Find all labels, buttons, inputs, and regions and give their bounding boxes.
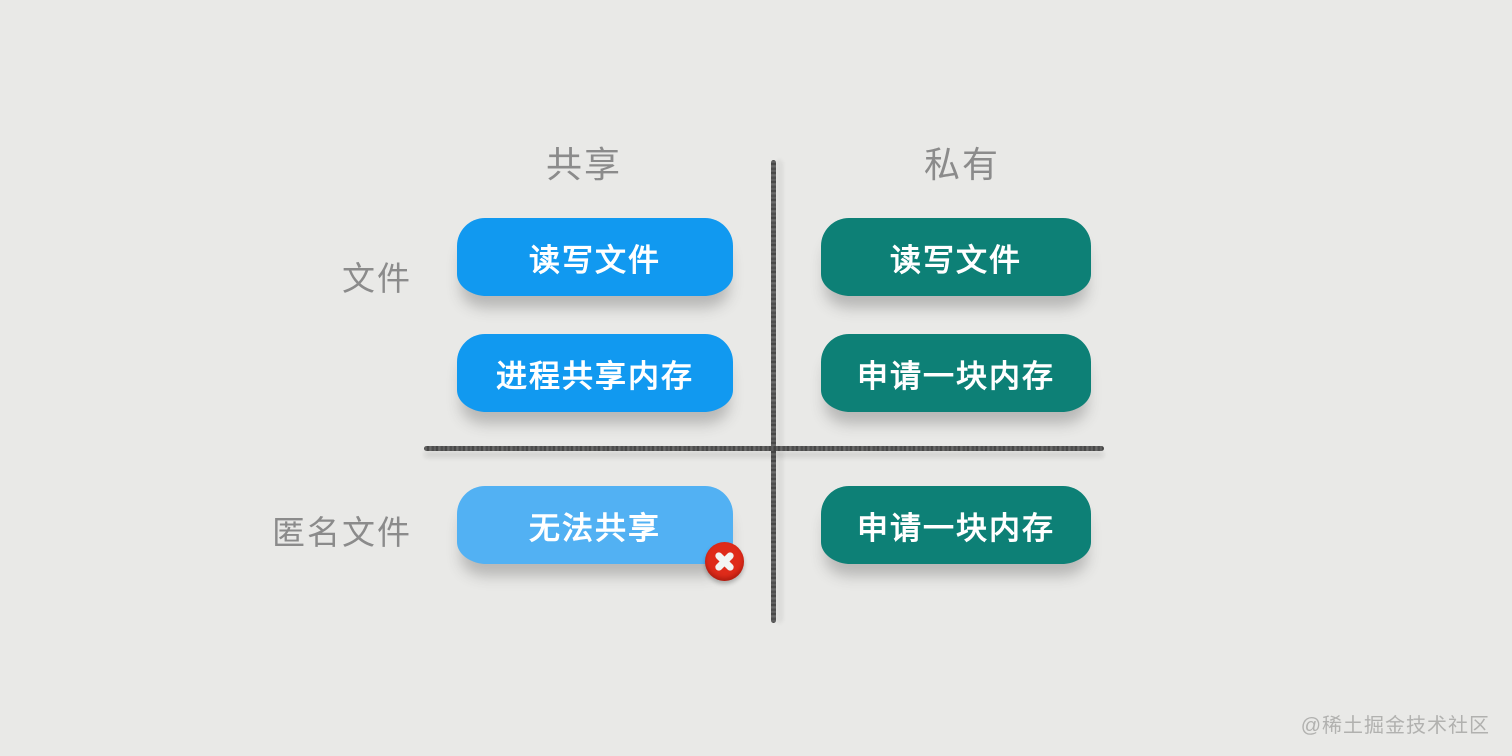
row-label-file: 文件 [342,260,412,297]
box-label: 读写文件 [529,242,661,278]
box-private-file-read-write: 读写文件 [821,218,1091,296]
column-header-shared: 共享 [545,144,622,185]
box-shared-file-read-write: 读写文件 [457,218,733,296]
row-label-anonymous-file: 匿名文件 [272,514,412,551]
vertical-axis-line [771,160,776,623]
box-shared-anonymous-no-share: 无法共享 [457,486,744,581]
box-shared-file-ipc-memory: 进程共享内存 [457,334,733,412]
column-header-private: 私有 [923,144,1000,185]
box-label: 进程共享内存 [496,358,694,394]
error-x-icon [705,542,744,581]
watermark-juejin: @稀土掘金技术社区 [1300,715,1490,737]
box-label: 申请一块内存 [857,358,1055,394]
box-label: 读写文件 [890,242,1022,278]
box-label: 申请一块内存 [857,510,1055,546]
horizontal-axis-line [424,446,1104,451]
box-private-anonymous-alloc-memory: 申请一块内存 [821,486,1091,564]
box-label: 无法共享 [529,510,661,546]
box-private-file-alloc-memory: 申请一块内存 [821,334,1091,412]
